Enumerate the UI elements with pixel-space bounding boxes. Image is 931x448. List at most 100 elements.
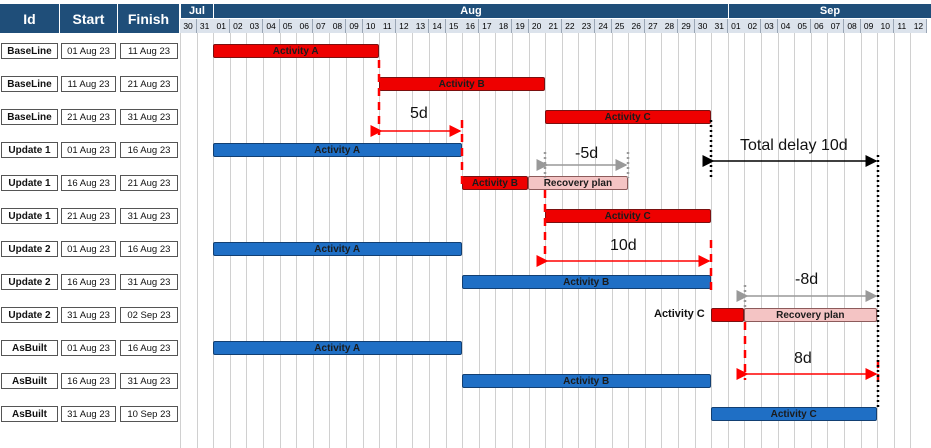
day-gridline (495, 33, 497, 448)
row-id: Update 2 (1, 307, 58, 323)
row-id: AsBuilt (1, 406, 58, 422)
activity-bar[interactable]: Activity A (212, 341, 462, 355)
day-gridline (478, 33, 480, 448)
day-cell: 08 (329, 19, 347, 33)
day-cell: 23 (578, 19, 596, 33)
row-start: 16 Aug 23 (61, 373, 116, 389)
delay-5d-label: 5d (410, 105, 428, 122)
row-start: 01 Aug 23 (61, 340, 116, 356)
activity-bar[interactable]: Activity C (544, 110, 711, 124)
row-start: 16 Aug 23 (61, 274, 116, 290)
day-gridline (346, 33, 347, 448)
day-gridline (761, 33, 762, 448)
day-gridline (777, 33, 779, 448)
row-finish: 16 Aug 23 (120, 340, 178, 356)
row-finish: 31 Aug 23 (120, 274, 178, 290)
row-finish: 21 Aug 23 (120, 175, 178, 191)
day-gridline (196, 33, 198, 448)
row-start: 21 Aug 23 (61, 109, 116, 125)
day-gridline (246, 33, 248, 448)
day-gridline (611, 33, 613, 448)
row-start: 01 Aug 23 (61, 241, 116, 257)
activity-bar[interactable] (710, 308, 744, 322)
recovery-bar[interactable]: Recovery plan (528, 176, 628, 190)
header-finish: Finish (118, 4, 180, 33)
day-cell: 02 (744, 19, 762, 33)
day-gridline (412, 33, 414, 448)
day-gridline (694, 33, 696, 448)
day-cell: 10 (362, 19, 380, 33)
day-gridline (312, 33, 314, 448)
activity-bar[interactable]: Activity B (461, 374, 711, 388)
recovery-minus5d-label: -5d (575, 145, 599, 162)
activity-bar[interactable]: Activity B (378, 77, 545, 91)
delay-10d-label: 10d (610, 237, 637, 254)
day-gridline (860, 33, 862, 448)
recovery-minus8d-label: -8d (795, 271, 819, 288)
activity-bar[interactable]: Activity A (212, 143, 462, 157)
day-gridline (810, 33, 812, 448)
day-gridline (893, 33, 895, 448)
recovery-bar[interactable]: Recovery plan (743, 308, 877, 322)
day-gridline (296, 33, 298, 448)
activity-bar[interactable]: Activity C (544, 209, 711, 223)
day-cell: 15 (445, 19, 463, 33)
day-gridline (561, 33, 563, 448)
activity-bar[interactable]: Activity A (212, 242, 462, 256)
day-gridline (445, 33, 447, 448)
row-start: 31 Aug 23 (61, 406, 116, 422)
day-cell: 13 (412, 19, 430, 33)
day-gridline (711, 33, 713, 448)
day-cell: 03 (246, 19, 264, 33)
day-gridline (528, 33, 530, 448)
day-cell: 24 (595, 19, 613, 33)
month-aug: Aug (213, 4, 728, 18)
row-finish: 02 Sep 23 (120, 307, 178, 323)
day-cell: 28 (661, 19, 679, 33)
day-cell: 31 (196, 19, 214, 33)
day-cell: 09 (860, 19, 878, 33)
day-gridline (910, 33, 912, 448)
day-cell: 21 (545, 19, 563, 33)
day-cell: 05 (794, 19, 812, 33)
row-finish: 10 Sep 23 (120, 406, 178, 422)
day-cell: 14 (429, 19, 447, 33)
month-jul: Jul (180, 4, 213, 18)
day-cell: 16 (462, 19, 480, 33)
activity-bar[interactable]: Activity A (212, 44, 379, 58)
row-start: 16 Aug 23 (61, 175, 116, 191)
day-cell: 03 (761, 19, 779, 33)
day-cell: 02 (229, 19, 247, 33)
activity-bar[interactable]: Activity B (461, 176, 529, 190)
day-cell: 30 (694, 19, 712, 33)
row-start: 31 Aug 23 (61, 307, 116, 323)
total-delay-label: Total delay 10d (740, 137, 848, 154)
day-gridline (263, 33, 264, 448)
day-cell: 09 (346, 19, 364, 33)
row-finish: 31 Aug 23 (120, 109, 178, 125)
row-id: Update 1 (1, 175, 58, 191)
row-id: Update 1 (1, 208, 58, 224)
row-id: AsBuilt (1, 373, 58, 389)
day-cell: 04 (263, 19, 281, 33)
day-gridline (827, 33, 829, 448)
activity-bar[interactable]: Activity B (461, 275, 711, 289)
activity-side-label: Activity C (654, 308, 705, 320)
day-cell: 18 (495, 19, 513, 33)
header-id: Id (0, 4, 60, 33)
day-gridline (512, 33, 513, 448)
row-id: Update 2 (1, 241, 58, 257)
day-gridline (744, 33, 746, 448)
day-gridline (279, 33, 281, 448)
row-start: 21 Aug 23 (61, 208, 116, 224)
day-gridline (628, 33, 630, 448)
activity-bar[interactable]: Activity C (710, 407, 877, 421)
day-cell: 20 (528, 19, 546, 33)
day-gridline (362, 33, 364, 448)
row-id: Update 1 (1, 142, 58, 158)
row-finish: 16 Aug 23 (120, 241, 178, 257)
day-cell: 04 (777, 19, 795, 33)
day-cell: 11 (893, 19, 911, 33)
row-start: 11 Aug 23 (61, 76, 116, 92)
row-start: 01 Aug 23 (61, 43, 116, 59)
